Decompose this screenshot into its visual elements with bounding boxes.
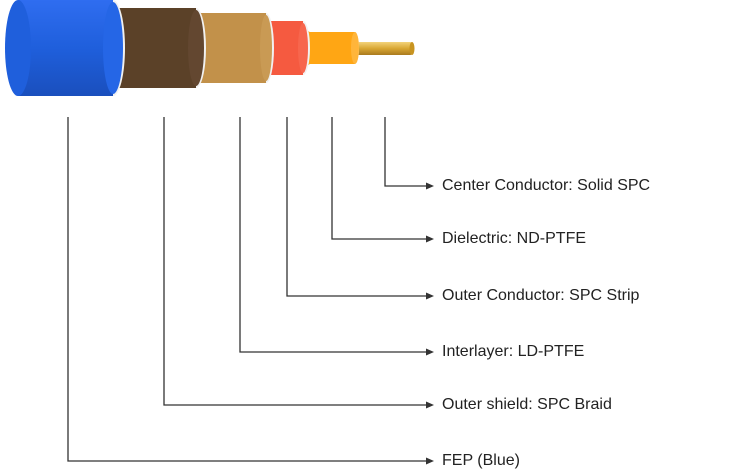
label-center-conductor: Center Conductor: Solid SPC [442, 177, 651, 194]
leader-line-center-conductor [384, 117, 426, 187]
center-conductor-layer [352, 42, 415, 55]
leader-line-interlayer [239, 117, 426, 353]
arrow-right-icon [426, 401, 434, 409]
dielectric-layer [303, 31, 359, 65]
arrow-right-icon [426, 235, 434, 243]
arrow-right-icon [426, 457, 434, 465]
arrow-right-icon [426, 182, 434, 190]
label-fep-jacket: FEP (Blue) [442, 452, 520, 469]
label-outer-conductor: Outer Conductor: SPC Strip [442, 287, 640, 304]
leader-line-outer-shield [163, 117, 426, 406]
leader-line-dielectric [331, 117, 426, 240]
arrow-right-icon [426, 292, 434, 300]
label-dielectric: Dielectric: ND-PTFE [442, 230, 587, 247]
fep-jacket-layer [5, 0, 125, 96]
leader-line-outer-conductor [286, 117, 426, 297]
leader-line-fep-jacket [67, 117, 426, 462]
label-interlayer: Interlayer: LD-PTFE [442, 343, 585, 360]
arrow-right-icon [426, 348, 434, 356]
label-outer-shield: Outer shield: SPC Braid [442, 396, 612, 413]
